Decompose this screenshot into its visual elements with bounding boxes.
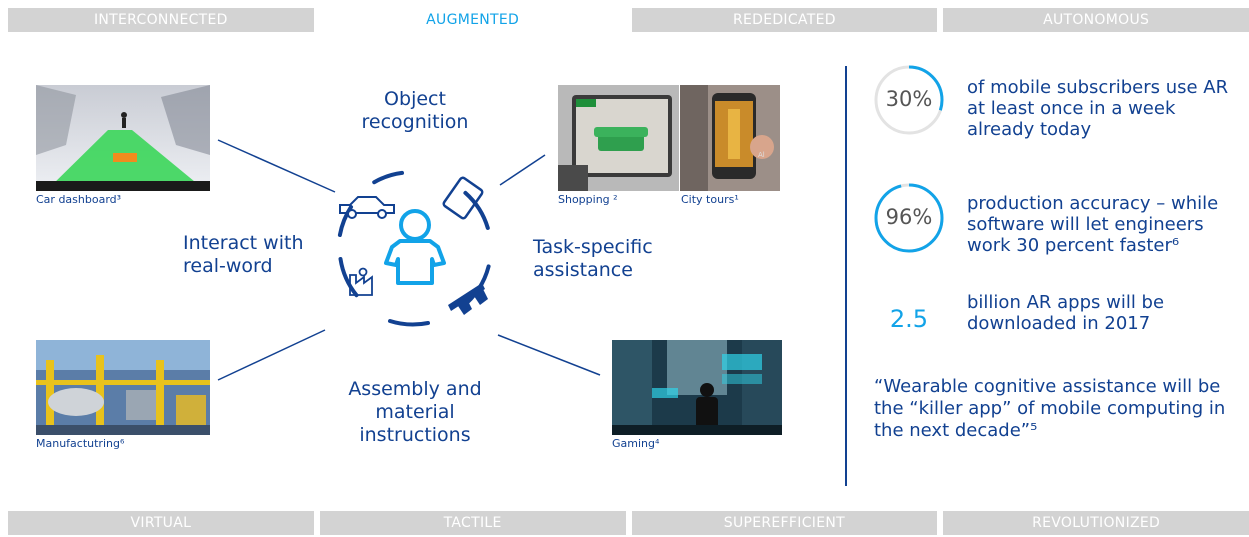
tab-tactile[interactable]: TACTILE [319,511,626,535]
stat-text-30: of mobile subscribers use AR at least on… [967,77,1229,140]
gaming-image [612,340,782,435]
city-tours-image: Al [680,85,780,191]
task-specific-label: Task-specific assistance [533,236,653,281]
tablet-icon [442,176,484,220]
manufacturing-image [36,340,210,435]
shopping-caption: Shopping ² [558,193,618,206]
connector-manufacturing [217,329,326,381]
tab-revolutionized[interactable]: REVOLUTIONIZED [943,511,1249,535]
gaming-caption: Gaming⁴ [612,437,660,450]
top-tab-bar: INTERCONNECTED AUGMENTED REDEDICATED AUT… [8,8,1249,32]
glasses-icon [448,283,488,315]
city-tours-caption: City tours¹ [681,193,739,206]
tab-superefficient[interactable]: SUPEREFFICIENT [631,511,938,535]
central-ring [337,170,491,327]
person-icon [384,209,446,285]
stat-value-96: 96% [885,205,933,229]
stat-ring-30 [874,65,944,135]
stat-text-2-5: billion AR apps will be downloaded in 20… [967,292,1165,334]
connector-shopping [499,154,546,186]
quote-text: “Wearable cognitive assistance will be t… [874,376,1226,441]
stat-ring-96 [874,183,944,253]
tab-rededicated[interactable]: REDEDICATED [631,8,938,32]
factory-icon [349,267,373,296]
stat-value-2-5: 2.5 [889,305,929,333]
stat-value-30: 30% [885,87,933,111]
section-divider [845,66,847,486]
bottom-tab-bar: VIRTUAL TACTILE SUPEREFFICIENT REVOLUTIO… [8,511,1249,535]
manufacturing-caption: Manufactutring⁶ [36,437,125,450]
interact-real-world-label: Interact with real-word [183,232,304,277]
svg-text:Al: Al [758,151,765,159]
tab-augmented[interactable]: AUGMENTED [319,8,626,32]
assembly-instructions-label: Assembly and material instructions [348,378,482,446]
tab-virtual[interactable]: VIRTUAL [8,511,314,535]
shopping-image [558,85,679,191]
connector-gaming [497,334,601,376]
stat-text-96: production accuracy – while software wil… [967,193,1219,256]
car-icon [339,196,395,219]
object-recognition-label: Object recognition [361,88,469,133]
car-dashboard-image [36,85,210,191]
tab-interconnected[interactable]: INTERCONNECTED [8,8,314,32]
connector-car [217,139,336,193]
tab-autonomous[interactable]: AUTONOMOUS [943,8,1249,32]
car-dashboard-caption: Car dashboard³ [36,193,122,206]
